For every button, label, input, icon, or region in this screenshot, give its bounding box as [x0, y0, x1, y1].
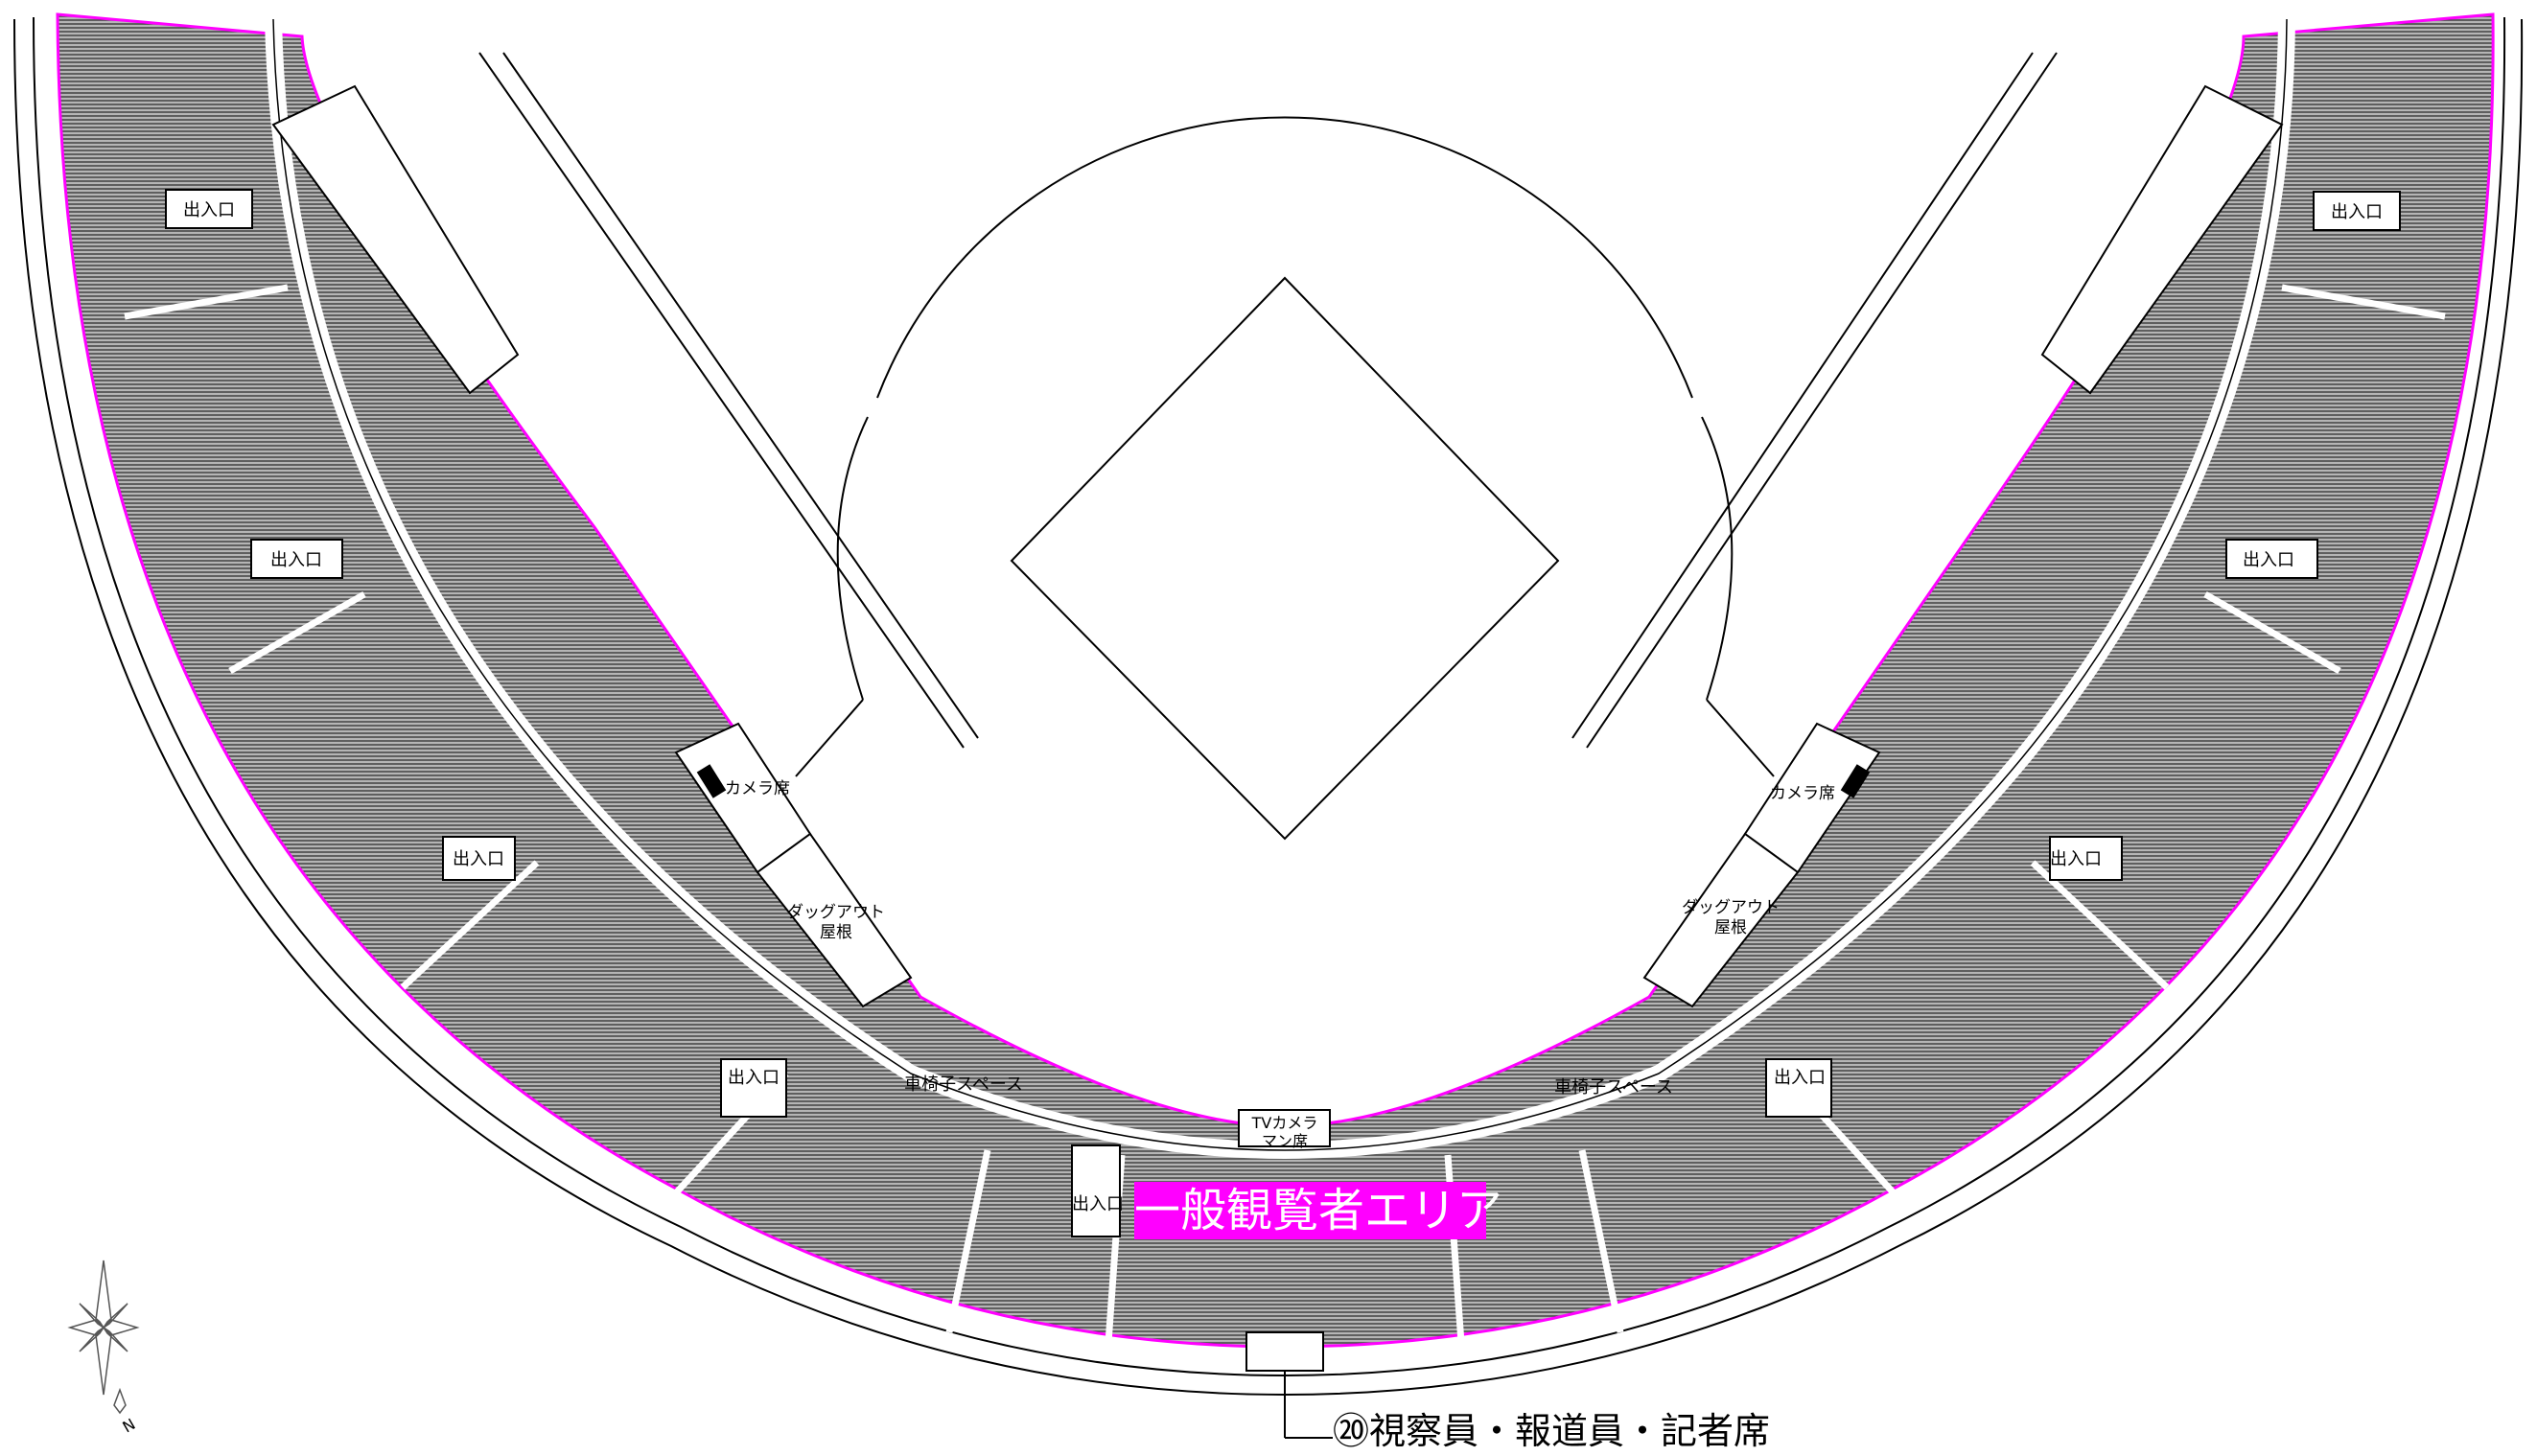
wheelchair-space-left-label: 車椅子スペース — [904, 1075, 1023, 1095]
dugout-roof-right-line1: ダッグアウト — [1682, 898, 1780, 917]
entrance-4: 出入口 — [720, 1058, 787, 1118]
infield-diamond — [1010, 276, 1560, 841]
entrance-label: 出入口 — [453, 849, 504, 869]
left-dugout-structures — [271, 84, 913, 1008]
entrance-9: 出入口 — [2313, 191, 2401, 231]
entrance-label: 出入口 — [2050, 849, 2102, 869]
entrance-2: 出入口 — [250, 539, 343, 579]
entrance-label: 出入口 — [183, 200, 235, 220]
facility-labels: カメラ席 カメラ席 ダッグアウト 屋根 ダッグアウト 屋根 車椅子スペース 車椅… — [725, 779, 1835, 1150]
entrance-5: 出入口 — [1071, 1144, 1124, 1237]
compass-rose-icon — [67, 1260, 140, 1396]
entrance-label: 出入口 — [270, 550, 322, 570]
entrance-6: 出入口 — [1765, 1058, 1832, 1118]
dugout-roof-left-line2: 屋根 — [820, 923, 852, 942]
tv-camera-seat-line2: マン席 — [1262, 1132, 1308, 1150]
compass-north-label: N — [120, 1415, 139, 1436]
entrances: 出入口 出入口 出入口 出入口 出入口 出入口 出入口 出入口 — [165, 189, 2401, 1237]
wheelchair-space-right-label: 車椅子スペース — [1554, 1077, 1673, 1098]
baseball-field — [478, 52, 2058, 841]
right-dugout-structures — [1642, 84, 2284, 1008]
seating-bowl — [56, 12, 2495, 1357]
dugout-roof-left-line1: ダッグアウト — [787, 903, 885, 922]
seating-area-fill — [56, 12, 2495, 1349]
infield-arc — [876, 116, 1693, 399]
entrance-label: 出入口 — [728, 1068, 780, 1088]
entrance-7: 出入口 — [2049, 836, 2123, 881]
left-foul-line — [478, 52, 965, 749]
press-seats-label: ⑳視察員・報道員・記者席 — [1333, 1410, 1771, 1452]
tv-camera-seat-line1: TVカメラ — [1251, 1114, 1318, 1132]
entrance-label: 出入口 — [2243, 550, 2294, 570]
right-foul-line — [1586, 52, 2058, 749]
entrance-label: 出入口 — [1072, 1194, 1124, 1214]
entrance-3: 出入口 — [442, 836, 516, 881]
north-arrow-icon — [113, 1387, 127, 1415]
dugout-roof-right-line2: 屋根 — [1714, 918, 1747, 937]
entrance-1: 出入口 — [165, 189, 253, 229]
entrance-8: 出入口 — [2225, 539, 2318, 579]
entrance-label: 出入口 — [2331, 202, 2383, 222]
press-box-block — [1245, 1331, 1333, 1439]
camera-seat-left-label: カメラ席 — [725, 779, 790, 798]
general-spectator-area-label: 一般観覧者エリア — [1134, 1182, 1503, 1239]
entrance-label: 出入口 — [1774, 1068, 1826, 1088]
camera-seat-right-label: カメラ席 — [1770, 784, 1835, 803]
